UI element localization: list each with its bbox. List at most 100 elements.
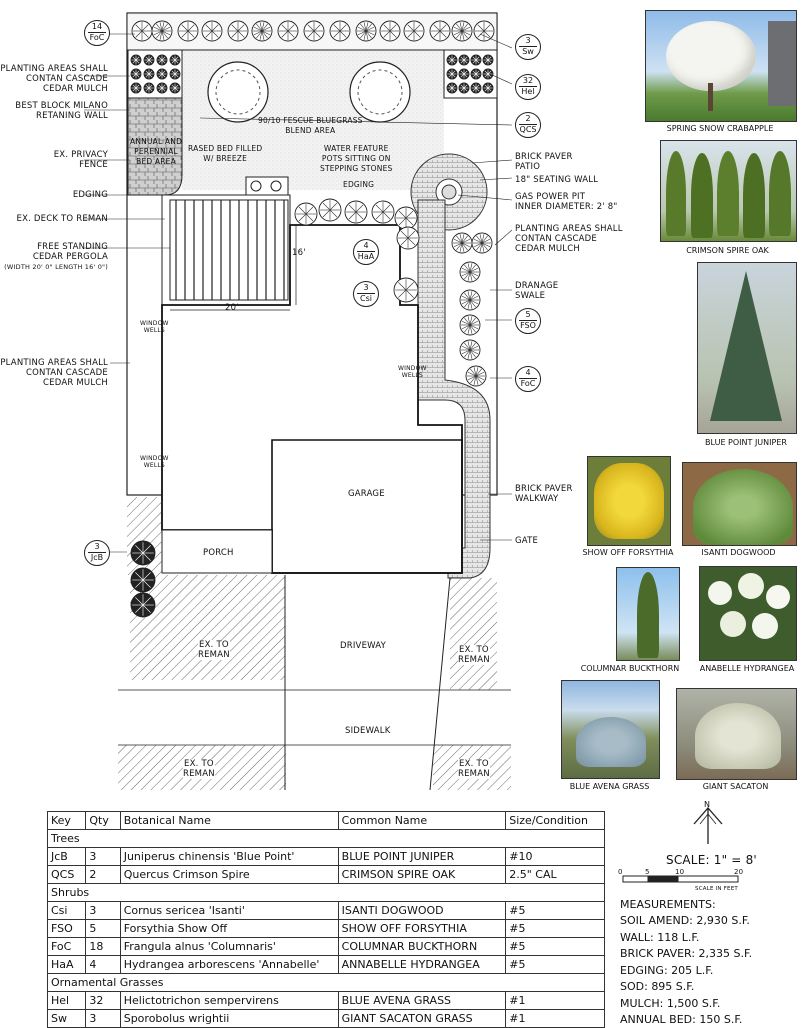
schedule-cell: 4 xyxy=(85,955,121,974)
top-row-shrub xyxy=(303,20,325,42)
caption-crimson-spire-oak: CRIMSON SPIRE OAK xyxy=(686,246,769,255)
hydrangea-shrub xyxy=(371,200,395,224)
scale-tick-0: 0 xyxy=(618,868,623,876)
photo-blue-point-juniper xyxy=(697,262,797,434)
callout-key: Hel xyxy=(521,87,535,96)
schedule-cell: BLUE POINT JUNIPER xyxy=(337,847,507,866)
schedule-cell: Botanical Name xyxy=(119,811,339,830)
blue-avena-grass xyxy=(169,54,181,66)
top-row-shrub xyxy=(227,20,249,42)
blue-point-juniper xyxy=(130,567,156,593)
photo-show-off-forsythia xyxy=(587,456,671,546)
schedule-cell: 3 xyxy=(85,847,121,866)
schedule-cell: JcB xyxy=(46,847,87,866)
schedule-group-row: Trees xyxy=(47,829,605,848)
blue-avena-grass xyxy=(130,54,142,66)
schedule-cell: HaA xyxy=(46,955,87,974)
schedule-cell: #1 xyxy=(505,991,605,1010)
measurement-item: MULCH: 1,500 S.F. xyxy=(620,996,721,1010)
schedule-cell: GIANT SACATON GRASS xyxy=(337,1009,507,1028)
photo-giant-sacaton xyxy=(676,688,797,780)
isanti-dogwood xyxy=(393,277,419,303)
scale-label: SCALE: 1" = 8' xyxy=(666,853,757,867)
ex-hatch-left xyxy=(130,575,285,680)
schedule-cell: Helictotrichon sempervirens xyxy=(119,991,339,1010)
caption-giant-sacaton: GIANT SACATON xyxy=(702,782,769,791)
blue-point-juniper xyxy=(130,592,156,618)
right-bed-shrub xyxy=(459,261,481,283)
callout-qty: 4 xyxy=(519,368,537,379)
blue-avena-grass xyxy=(169,82,181,94)
right-bed-shrub xyxy=(459,289,481,311)
scale-bar xyxy=(622,875,739,883)
blue-point-juniper xyxy=(130,540,156,566)
schedule-cell: Cornus sericea 'Isanti' xyxy=(119,901,339,920)
deck xyxy=(161,194,291,306)
callout-qty: 4 xyxy=(357,241,375,252)
blue-avena-grass xyxy=(143,54,155,66)
callout-key: JcB xyxy=(90,553,104,562)
schedule-cell: Size/Condition xyxy=(505,811,605,830)
photo-anabelle-hydrangea xyxy=(699,566,797,661)
schedule-cell: #10 xyxy=(505,847,605,866)
measurement-item: SOD: 895 S.F. xyxy=(620,980,695,993)
measurement-item: ANNUAL BED: 150 S.F. xyxy=(620,1013,743,1026)
hydrangea-shrub xyxy=(318,198,342,222)
schedule-cell: SHOW OFF FORSYTHIA xyxy=(337,919,507,938)
right-bed-shrub xyxy=(451,232,473,254)
label-gate: GATE xyxy=(515,536,539,546)
scale-tick-20: 20 xyxy=(734,868,744,876)
label-edging: EDGING xyxy=(72,190,108,200)
scale-tick-5: 5 xyxy=(645,868,650,876)
blue-avena-grass xyxy=(446,82,458,94)
schedule-cell: 3 xyxy=(85,1009,121,1028)
photo-crimson-spire-oak xyxy=(660,140,797,242)
caption-show-off-forsythia: SHOW OFF FORSYTHIA xyxy=(582,548,674,557)
schedule-cell: FoC xyxy=(46,937,87,956)
photo-isanti-dogwood xyxy=(682,462,797,546)
schedule-cell: FSO xyxy=(46,919,87,938)
blue-avena-grass xyxy=(130,68,142,80)
hydrangea-shrub xyxy=(396,226,420,250)
blue-avena-grass xyxy=(143,82,155,94)
callout-key: FoC xyxy=(520,379,536,388)
north-label: N xyxy=(704,800,711,809)
hydrangea-shrub xyxy=(294,202,318,226)
callout-qty: 5 xyxy=(519,310,537,321)
schedule-group-name: Trees xyxy=(47,829,605,848)
label-deck: EX. DECK TO REMAN xyxy=(16,214,108,224)
photo-columnar-buckthorn xyxy=(616,567,680,661)
callout-key: QCS xyxy=(519,125,537,134)
schedule-cell: #5 xyxy=(505,955,605,974)
right-bed-shrub xyxy=(459,314,481,336)
blue-avena-grass xyxy=(156,68,168,80)
top-row-shrub xyxy=(473,20,495,42)
blue-avena-grass xyxy=(130,82,142,94)
schedule-cell: Csi xyxy=(46,901,87,920)
blue-avena-grass xyxy=(470,82,482,94)
top-row-shrub xyxy=(355,20,377,42)
blue-avena-grass xyxy=(458,82,470,94)
photo-blue-avena-grass xyxy=(561,680,660,779)
